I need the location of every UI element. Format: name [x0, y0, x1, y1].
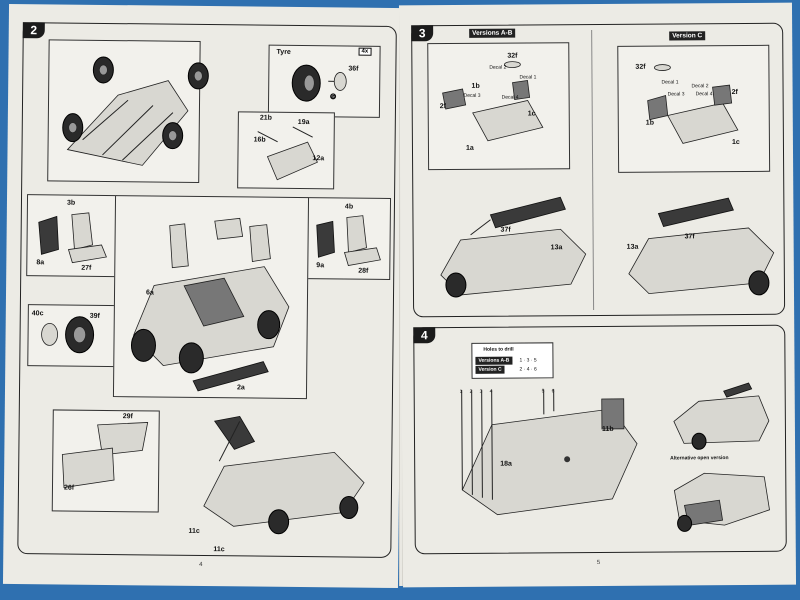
left-seat-part-2: 8a: [36, 259, 45, 267]
ab-decal-4: Decal 4: [501, 94, 519, 101]
ab-part-3: 2f: [439, 103, 446, 111]
wheel-illustration: [41, 316, 95, 354]
alternative-version-label: Alternative open version: [670, 455, 729, 462]
ab-part-2: 1b: [471, 82, 480, 90]
c-decal-2: Decal 2: [691, 83, 709, 90]
bottom-part-2: 11c: [213, 546, 225, 554]
body-assembly-illustration: [130, 217, 290, 392]
tyre-part-2: G: [330, 93, 337, 100]
rear-seat-part-2: 26f: [63, 484, 75, 492]
holes-version-c-values: 2 · 4 · 6: [519, 366, 537, 373]
lower-c-part-2: 37f: [684, 233, 695, 241]
lower-c-part-1: 13a: [626, 243, 639, 251]
steering-part-3: 16b: [253, 136, 266, 144]
steering-part-1: 21b: [259, 114, 272, 122]
wheel-part-1: 40c: [31, 310, 44, 318]
body-part-1: 6a: [145, 289, 154, 297]
holes-version-ab: Versions A-B: [475, 356, 513, 365]
ab-part-4: 1c: [527, 110, 536, 118]
ab-part-1: 32f: [507, 52, 518, 60]
c-part-1: 32f: [635, 63, 646, 71]
step-4-number: 4: [413, 327, 436, 344]
step-4-body-illustration: [461, 389, 638, 516]
right-seat-part-3: 28f: [358, 267, 369, 275]
version-ab-label: Versions A-B: [469, 28, 516, 38]
step-4-part-1: 11b: [601, 425, 614, 433]
left-seat-part-3: 27f: [81, 264, 92, 272]
c-decal-4: Decal 4: [695, 91, 713, 98]
steering-part-2: 19a: [297, 118, 310, 127]
lower-ab-part-1: 37f: [500, 226, 511, 234]
left-seat-part-1: 3b: [66, 199, 76, 207]
dashboard-c-illustration: [647, 64, 739, 144]
c-part-3: 1b: [645, 119, 654, 127]
dashboard-ab-illustration: [442, 61, 544, 142]
rear-seat-illustration: [61, 421, 149, 489]
step-3-lower-c-illustration: [628, 197, 775, 296]
bottom-part-1: 11c: [188, 527, 200, 535]
step-3-number: 3: [411, 25, 434, 42]
drill-car-illustration: [673, 382, 770, 450]
wheel-part-2: 39f: [89, 312, 100, 320]
instruction-page-right: 3 Versions A-B Version C 32f 1b 2f 1c 1a…: [398, 2, 797, 588]
ab-decal-1: Decal 1: [519, 74, 537, 81]
ab-decal-2: Decal 2: [489, 64, 507, 71]
c-part-4: 1c: [731, 139, 740, 147]
ab-decal-3: Decal 3: [463, 92, 481, 99]
right-seat-part-1: 4b: [344, 203, 354, 211]
version-c-label: Version C: [669, 31, 706, 41]
page-number-right: 5: [596, 559, 601, 567]
lower-ab-part-2: 13a: [550, 244, 563, 252]
left-seat-illustration: [38, 212, 107, 264]
steering-illustration: [257, 126, 318, 181]
steering-part-4: 12a: [312, 155, 325, 163]
page-number-left: 4: [199, 561, 203, 569]
step-4-part-2: 18a: [500, 460, 512, 468]
step-2-number: 2: [22, 22, 45, 39]
step-3-lower-ab-illustration: [440, 196, 587, 298]
tyre-illustration: [291, 64, 347, 102]
holes-version-ab-values: 1 · 3 · 5: [519, 357, 537, 364]
holes-title: Holes to drill: [483, 346, 514, 353]
c-decal-1: Decal 1: [661, 79, 679, 86]
right-seat-illustration: [316, 215, 381, 266]
c-decal-3: Decal 3: [667, 91, 685, 98]
lower-car-illustration: [203, 415, 365, 535]
chassis-illustration: [62, 56, 209, 166]
ab-part-5: 1a: [465, 144, 474, 152]
alternative-car-illustration: [673, 472, 770, 532]
holes-version-c: Version C: [475, 365, 505, 374]
body-part-2: 2a: [237, 384, 245, 392]
c-part-2: 2f: [731, 89, 738, 97]
tyre-part-1: 36f: [348, 65, 359, 73]
right-seat-part-2: 9a: [316, 262, 325, 270]
instruction-page-left: 2 Tyre 4x 36f G 21b 19a 16b 12a 3b: [2, 3, 405, 589]
rear-seat-part-1: 29f: [122, 413, 133, 421]
